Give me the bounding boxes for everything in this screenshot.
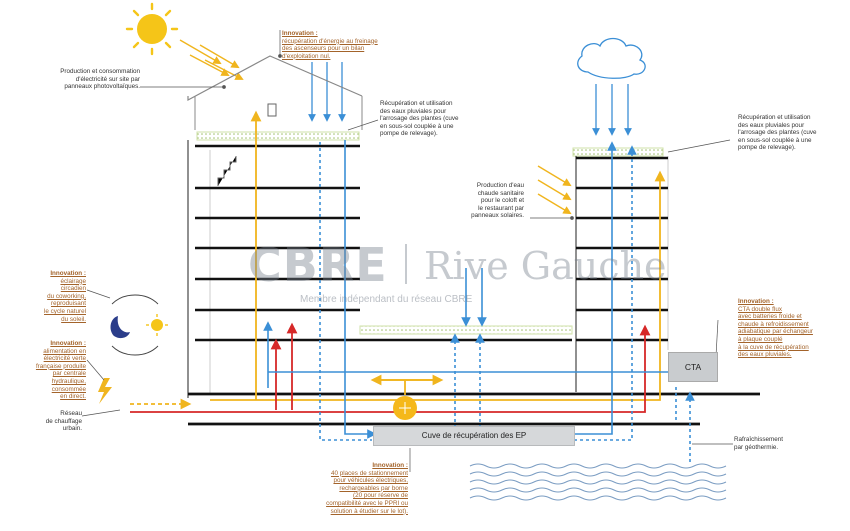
watermark-divider xyxy=(405,244,407,284)
note-heating-network: Réseau de chauffage urbain. xyxy=(45,410,82,433)
watermark-brand: CBRE xyxy=(248,238,388,292)
leader-lines xyxy=(81,30,733,472)
rain-water-flows xyxy=(263,140,695,462)
rain-arrows-right xyxy=(592,84,632,136)
waves-icon xyxy=(469,463,727,501)
rain-arrows-left xyxy=(308,62,346,122)
watermark-name: Rive Gauche xyxy=(424,244,667,288)
note-rain-left: Récupération et utilisation des eaux plu… xyxy=(380,100,459,138)
rainwater-tank-label: Cuve de récupération des EP xyxy=(373,426,575,446)
small-sun-icon xyxy=(146,314,168,336)
middle-green-roof xyxy=(359,325,573,335)
note-geothermal: Rafraîchissement par géothermie. xyxy=(734,436,783,451)
note-innovation-power: Innovation : alimentation en électricité… xyxy=(35,340,86,401)
cta-unit-label: CTA xyxy=(668,352,718,382)
pump-icon xyxy=(393,396,417,420)
note-solar-water: Production d'eau chaude sanitaire pour l… xyxy=(471,182,524,220)
note-innovation-lift: Innovation : récupération d'énergie au f… xyxy=(282,30,378,60)
solar-energy-flows xyxy=(130,110,666,410)
note-rain-right: Récupération et utilisation des eaux plu… xyxy=(738,114,817,152)
note-photovoltaic: Production et consommation d'électricité… xyxy=(60,68,140,91)
solar-rays-right xyxy=(537,165,572,215)
watermark-tagline: Membre indépendant du réseau CBRE xyxy=(300,294,473,305)
note-innovation-lighting: Innovation : éclairage circadien du cowo… xyxy=(44,270,86,323)
hot-water-flows xyxy=(130,322,651,413)
lightning-icon xyxy=(98,378,112,404)
moon-icon xyxy=(110,316,130,339)
ground-slabs xyxy=(188,392,760,426)
sun-icon xyxy=(125,2,179,56)
note-innovation-parking: Innovation : 40 places de stationnement … xyxy=(326,462,408,515)
cycle-arrows xyxy=(111,294,159,356)
solar-rays-roof xyxy=(179,39,244,80)
cloud-icon xyxy=(577,37,646,79)
right-building xyxy=(572,147,669,392)
left-building xyxy=(187,55,572,398)
note-innovation-cta: Innovation : CTA double flux avec batter… xyxy=(738,298,813,359)
